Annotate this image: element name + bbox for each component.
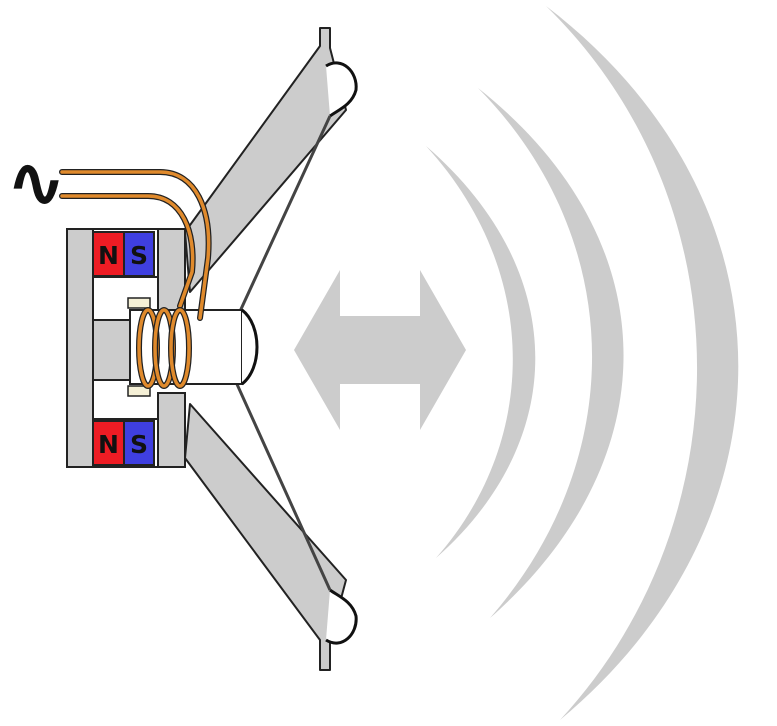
top-north-label: N: [98, 241, 119, 270]
top-north-pole: [92, 231, 125, 277]
top-south-label: S: [130, 241, 148, 270]
motion-arrow: [294, 270, 466, 430]
top-south-pole: [123, 231, 155, 277]
speaker-cone: [234, 115, 332, 591]
bottom-magnet: N S: [92, 420, 155, 466]
ac-signal-symbol: ∿: [6, 140, 66, 224]
sound-waves: [426, 6, 739, 720]
bottom-north-label: N: [98, 430, 119, 459]
basket-top: [184, 27, 347, 293]
sound-wave-3: [546, 6, 739, 720]
bottom-south-label: S: [130, 430, 148, 459]
bottom-plate: [157, 392, 186, 468]
sound-wave-1: [426, 146, 536, 558]
input-wires: [59, 169, 212, 321]
spider-top: [127, 297, 151, 309]
magnet-assembly: [66, 228, 186, 468]
bottom-south-pole: [123, 420, 155, 466]
back-plate: [66, 228, 94, 468]
dust-cap: [241, 308, 259, 386]
sound-wave-2: [478, 88, 624, 618]
bottom-north-pole: [92, 420, 125, 466]
spider-bottom: [127, 385, 151, 397]
surround-top: [325, 61, 358, 118]
top-magnet: N S: [92, 231, 155, 277]
surround-bottom: [325, 588, 358, 645]
basket-bottom: [184, 403, 347, 671]
voice-coil: [136, 307, 192, 389]
